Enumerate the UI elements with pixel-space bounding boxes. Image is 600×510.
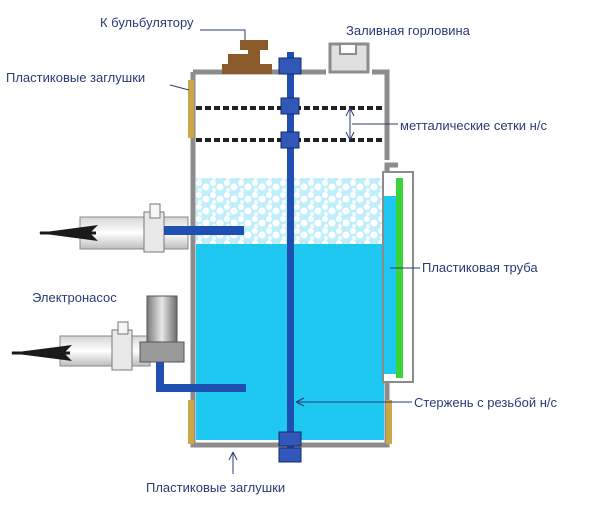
plastic-plug-top xyxy=(188,80,194,138)
leader-lines xyxy=(169,29,420,474)
plastic-plug-bottom-left xyxy=(188,400,194,444)
filler-neck xyxy=(328,42,370,74)
arrow-left-icon xyxy=(10,345,72,361)
threaded-rod xyxy=(278,52,302,463)
arrow-left-icon xyxy=(38,225,98,241)
electric-pump-icon xyxy=(139,295,246,392)
plastic-plug-bottom-right xyxy=(386,400,392,444)
label-metal-meshes: метталические сетки н/с xyxy=(400,118,547,133)
label-electric-pump: Электронасос xyxy=(32,290,117,305)
label-filler-neck: Заливная горловина xyxy=(346,23,471,38)
label-bubbler: К бульбулятору xyxy=(100,15,194,30)
upper-outlet xyxy=(79,203,244,253)
label-plastic-plugs-bottom: Пластиковые заглушки xyxy=(146,480,285,495)
label-plastic-plugs-top: Пластиковые заглушки xyxy=(6,70,145,85)
lower-outlet xyxy=(59,321,151,371)
label-plastic-tube: Пластиковая труба xyxy=(422,260,538,275)
label-threaded-rod: Стержень с резьбой н/с xyxy=(414,395,558,410)
plastic-level-tube xyxy=(382,171,414,383)
bubbler-pipe xyxy=(222,40,272,74)
